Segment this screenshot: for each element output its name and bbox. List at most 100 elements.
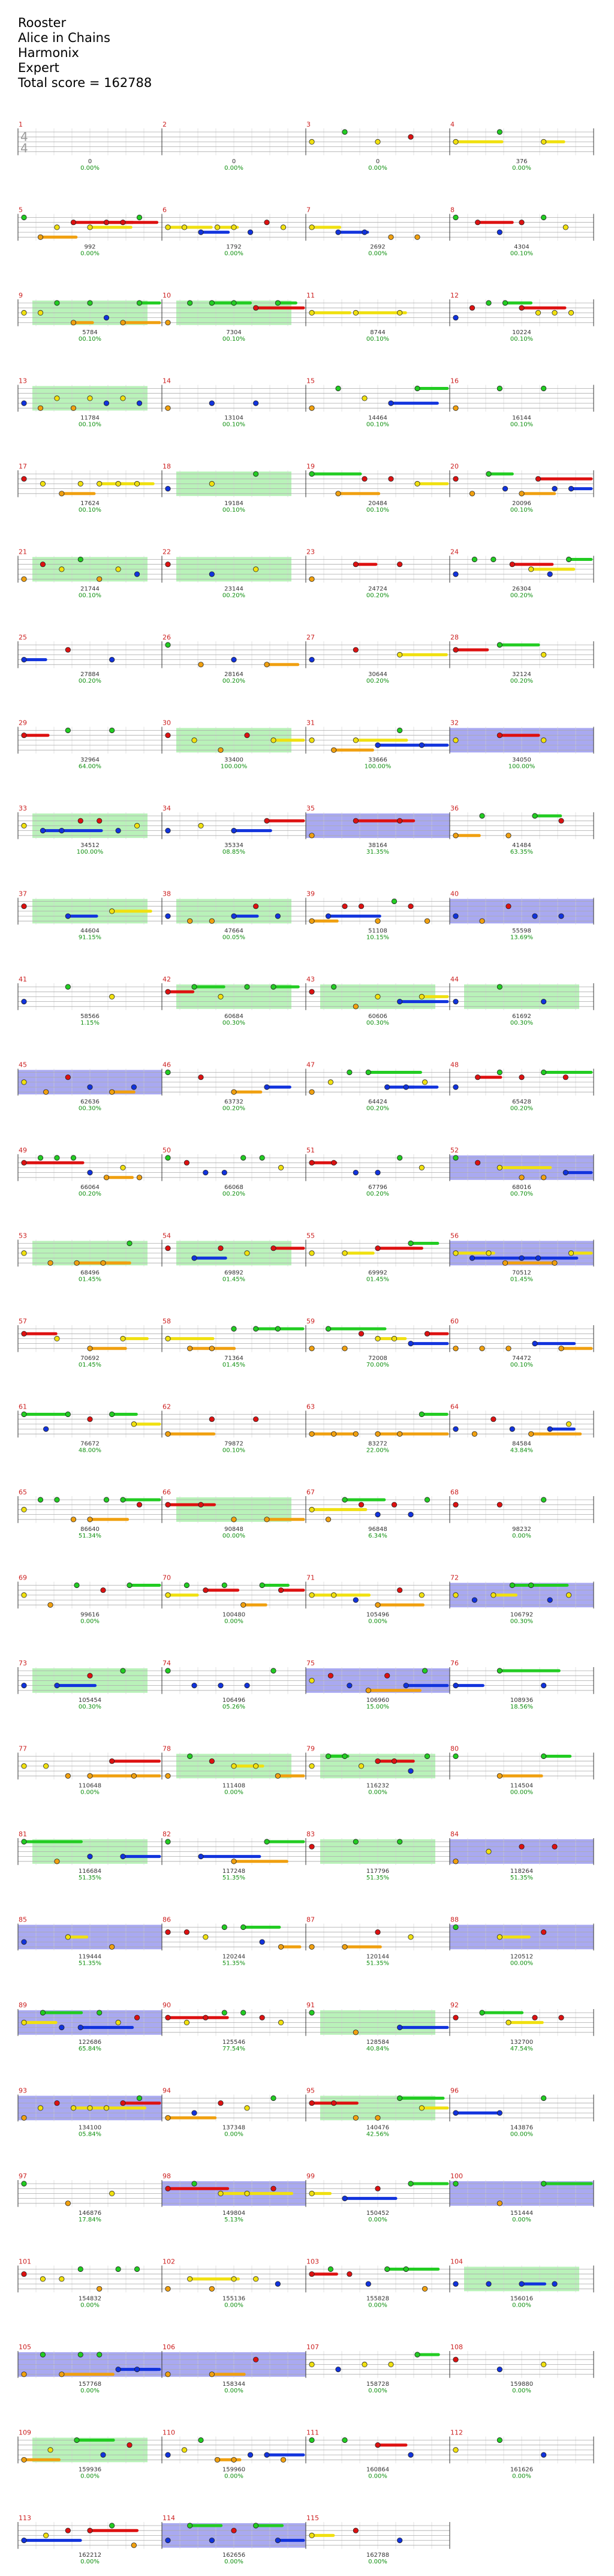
note-gem xyxy=(375,1602,381,1608)
note-gem xyxy=(353,562,359,568)
note-gem xyxy=(209,571,215,577)
note-gem xyxy=(397,2025,403,2031)
note-gem xyxy=(37,405,44,411)
note-gem xyxy=(278,1587,284,1593)
note-gem xyxy=(558,2014,564,2020)
note-gem xyxy=(353,2527,359,2533)
note-gem xyxy=(21,214,27,221)
note-gem xyxy=(87,1854,93,1860)
note-gem xyxy=(502,1260,508,1266)
note-gem xyxy=(453,2014,459,2020)
note-gem xyxy=(231,1326,237,1332)
note-gem xyxy=(131,2542,137,2548)
note-gem xyxy=(187,1753,193,1760)
measure-percent: 100.00% xyxy=(365,763,392,770)
measure-score: 60606 xyxy=(368,1013,387,1020)
note-gem xyxy=(231,657,237,663)
note-gem xyxy=(358,1763,365,1769)
note-gem xyxy=(259,1939,265,1945)
measure-number: 100 xyxy=(450,2172,463,2180)
measure-score: 116684 xyxy=(79,1868,101,1875)
note-gem xyxy=(120,220,126,226)
measure-number: 12 xyxy=(450,292,459,299)
measure-score: 154832 xyxy=(79,2295,101,2302)
note-gem xyxy=(165,2014,171,2020)
note-gem xyxy=(353,1170,359,1176)
measure-number: 107 xyxy=(306,2343,319,2351)
note-gem xyxy=(541,1683,547,1689)
note-gem xyxy=(509,1582,515,1589)
measure-percent: 00.00% xyxy=(510,2131,533,2137)
measure-number: 81 xyxy=(19,1830,27,1838)
measure-score: 65428 xyxy=(512,1098,531,1105)
measure-percent: 0.00% xyxy=(224,2473,243,2479)
note-gem xyxy=(127,2442,133,2448)
measure-percent: 17.84% xyxy=(79,2217,101,2223)
note-gem xyxy=(388,2361,394,2367)
note-gem xyxy=(264,818,270,824)
measure-number: 16 xyxy=(450,377,459,385)
note-gem xyxy=(347,2271,353,2277)
measure-percent: 0.00% xyxy=(368,1618,387,1625)
measure-number: 114 xyxy=(162,2514,175,2522)
measure-score: 108936 xyxy=(510,1697,533,1704)
note-gem xyxy=(475,1074,481,1080)
note-gem xyxy=(109,727,115,734)
note-gem xyxy=(309,405,315,411)
measure-row: 8912268665.84%9012554677.54%9112858440.8… xyxy=(17,2001,594,2052)
note-gem xyxy=(165,2185,171,2191)
measure-number: 60 xyxy=(450,1317,459,1325)
note-gem xyxy=(165,1668,171,1674)
note-gem xyxy=(187,918,193,924)
note-gem xyxy=(103,1175,110,1181)
note-gem xyxy=(191,984,197,990)
note-gem xyxy=(309,1944,315,1950)
note-gem xyxy=(375,2185,381,2191)
note-gem xyxy=(469,305,475,311)
note-gem xyxy=(335,491,341,497)
measure-percent: 1.15% xyxy=(80,1020,100,1026)
measure-row: 1091599360.00%1101599600.00%1111608640.0… xyxy=(17,2429,594,2479)
measure-number: 75 xyxy=(306,1659,315,1667)
note-gem xyxy=(469,1255,475,1261)
measure-score: 33400 xyxy=(224,756,243,763)
measure-row: 131178400.10%141310400.10%151446400.10%1… xyxy=(17,377,594,428)
measure-percent: 15.00% xyxy=(366,1704,389,1710)
measure-percent: 0.00% xyxy=(512,2217,531,2223)
measure-score: 23144 xyxy=(224,586,243,592)
measure-score: 41484 xyxy=(512,842,531,849)
measure-percent: 00.30% xyxy=(510,1618,533,1625)
note-gem xyxy=(65,1074,71,1080)
measure-score: 120512 xyxy=(510,1953,533,1960)
measure-score: 51108 xyxy=(368,927,387,934)
measure-number: 41 xyxy=(19,975,27,983)
measure-number: 55 xyxy=(306,1232,315,1240)
note-gem xyxy=(547,571,553,577)
note-gem xyxy=(103,314,110,321)
note-gem xyxy=(165,913,171,919)
note-gem xyxy=(247,229,254,235)
note-gem xyxy=(325,913,332,919)
note-gem xyxy=(502,485,508,492)
measure-number: 102 xyxy=(162,2258,175,2266)
measure-row: 7310545400.30%7410649605.26%7510696015.0… xyxy=(17,1659,594,1710)
note-gem xyxy=(490,556,496,563)
measure-score: 150452 xyxy=(366,2210,389,2217)
note-gem xyxy=(519,1175,525,1181)
note-gem xyxy=(331,2100,337,2106)
note-gem xyxy=(231,2527,237,2533)
measure-percent: 00.10% xyxy=(222,336,245,343)
measure-number: 63 xyxy=(306,1403,315,1411)
measure-score: 0 xyxy=(376,158,380,165)
measure-score: 159880 xyxy=(510,2381,533,2388)
note-gem xyxy=(453,833,459,839)
